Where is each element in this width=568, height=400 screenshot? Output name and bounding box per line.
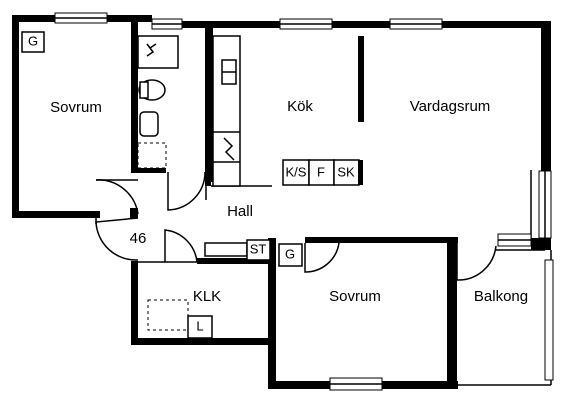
room-sovrum-left: Sovrum [50,99,102,116]
kitchen-counter-long [212,35,241,187]
kitchen-counter [212,35,241,187]
stove-icon [223,137,235,161]
wall-kitchen-stub [205,176,211,186]
bathroom-fixtures [137,35,179,169]
wall-klk-sovrum [268,238,276,388]
fixture-g-right [278,243,303,267]
wall-stub-hall-left [130,208,138,218]
door-klk [164,229,198,263]
fixture-boxes: G K/S F SK ST G L [21,31,363,339]
room-klk: KLK [193,288,221,305]
room-labels: Sovrum Kök Vardagsrum Hall KLK Sovrum Ba… [50,98,528,305]
fixture-ks-label: K/S [286,164,307,179]
wall-kitchen-living [358,36,364,122]
fixture-sk [333,159,360,186]
balcony-railing [544,259,554,381]
shower-icon [146,43,157,57]
sink-icon [139,111,159,137]
fixture-l-label: L [196,318,203,333]
fixture-g-right-label: G [285,246,295,261]
room-balkong: Balkong [474,288,528,305]
wall-left-bedroom-bottom [12,211,100,218]
room-hall: Hall [227,203,253,220]
fixture-f [308,159,335,186]
fixture-sk-label: SK [337,164,355,179]
walls [12,15,551,389]
fixture-l [187,315,213,339]
fixture-g-left [21,31,45,53]
door-entrance [95,217,139,261]
wall-right-upper [541,21,551,171]
doors [95,171,497,281]
wall-bath-kitchen [205,22,213,182]
wall-left [12,15,19,218]
fixture-f-label: F [317,164,325,179]
door-sovrum-bottom [304,242,340,273]
room-kok: Kök [287,98,313,115]
door-width-measurement: 46 [130,230,147,247]
fixture-st [246,239,271,261]
wall-sovrum-top-left [305,237,341,243]
wall-balcony-corner [531,238,551,250]
shower-area [137,35,179,69]
wall-sovrum-right [447,237,457,389]
wall-bedroom-bath [131,22,138,172]
door-bath [167,171,206,211]
fixture-g-left-label: G [28,33,38,48]
wall-bath-bottom [131,168,166,173]
thin-lines [95,170,552,386]
room-sovrum-bottom: Sovrum [329,288,381,305]
wall-hall-klk [197,258,275,264]
washer-space [137,142,167,169]
door-sovrum-left [95,179,139,215]
room-vardagsrum: Vardagsrum [410,98,491,115]
klk-dashed-area [147,299,189,331]
fixture-st-shelf [204,242,248,257]
door-balkong [456,245,497,281]
fixture-st-label: ST [250,241,267,256]
windows [54,12,554,391]
wall-sovrum-top [340,237,458,243]
wall-klk-left [131,261,138,343]
wall-top-right [152,21,542,28]
wall-klk-bottom [131,338,276,345]
